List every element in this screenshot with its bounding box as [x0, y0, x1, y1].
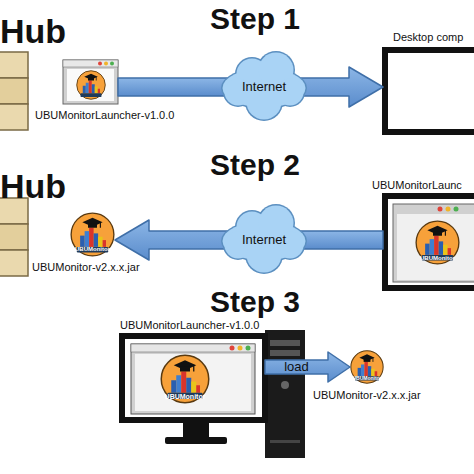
node-text: UBUMonitorLaunc — [372, 180, 462, 191]
desktop-computer: Desktop comp — [383, 48, 474, 134]
desktop-monitor — [385, 196, 474, 288]
jar-icon: UBUMonitorUBUMonitor-v2.x.x.jar — [70, 212, 115, 257]
node-text: UBUMonitor — [160, 393, 210, 400]
desktop-computer — [122, 330, 305, 458]
node-text: UBUMonitorLauncher-v1.0.0 — [120, 320, 259, 331]
flow-arrow — [300, 67, 383, 107]
box-stack — [0, 52, 28, 276]
edge-label: load — [284, 360, 309, 373]
flow-arrow — [118, 78, 228, 96]
flow-arrow — [300, 231, 383, 249]
node-text: Internet — [222, 233, 306, 246]
node-text: UBUMonitor — [415, 255, 460, 261]
node-text: UBUMonitor-v2.x.x.jar — [32, 262, 140, 273]
flow-arrow — [115, 220, 228, 260]
desktop-computer: UBUMonitorLauncher-v1.0.0UBUMonitor — [122, 336, 265, 420]
launcher-icon: UBUMonitorLauncher-v1.0.0 — [63, 60, 118, 104]
node-text: UBUMonitor — [350, 376, 384, 381]
node-text: Hub — [0, 14, 66, 48]
desktop-monitor — [385, 50, 474, 132]
node-text: Hub — [0, 169, 66, 203]
desktop-computer: UBUMonitorLauncUBUMonitor — [383, 194, 474, 290]
internet-cloud: Internet — [222, 205, 306, 275]
step-label: Step 3 — [170, 287, 340, 317]
node-text: UBUMonitor — [70, 246, 115, 252]
jar-icon: UBUMonitorUBUMonitor-v2.x.x.jar — [350, 350, 384, 384]
flow-arrow — [265, 352, 350, 382]
node-text: Internet — [222, 80, 306, 93]
node-text: Desktop comp — [393, 32, 463, 43]
node-text: UBUMonitor-v2.x.x.jar — [313, 390, 421, 401]
node-text: UBUMonitorLauncher-v1.0.0 — [35, 110, 174, 121]
step-label: Step 1 — [170, 4, 340, 34]
internet-cloud: Internet — [222, 52, 306, 122]
jar-icon — [351, 351, 383, 383]
step-label: Step 2 — [170, 150, 340, 180]
launcher-window — [63, 60, 118, 104]
